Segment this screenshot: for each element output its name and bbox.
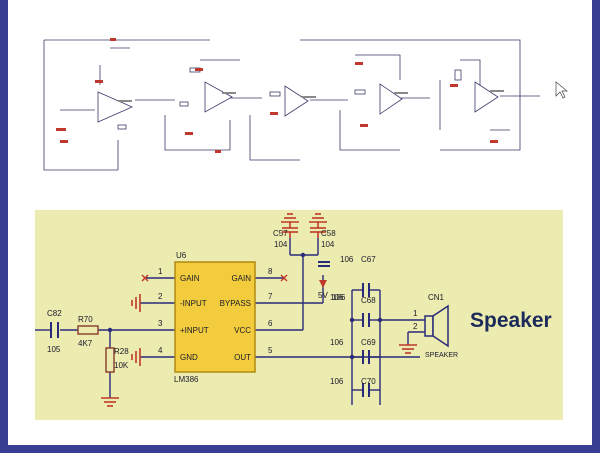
mouse-cursor-icon	[555, 81, 568, 99]
schematic-panel	[35, 210, 563, 420]
pin-number-6: 6	[268, 319, 273, 328]
c82-ref: C82	[47, 309, 62, 318]
pin-number-3: 3	[158, 319, 163, 328]
c70-value: 106	[330, 377, 344, 386]
c69-ref: C69	[361, 338, 376, 347]
c69-value: 106	[330, 338, 344, 347]
pin-number-5: 5	[268, 346, 273, 355]
supply-label: 5V	[318, 291, 328, 300]
pin-name-minus-input: -INPUT	[180, 299, 207, 308]
pin-name-plus-input: +INPUT	[180, 326, 209, 335]
speaker-icon	[424, 304, 449, 348]
cn1-label: SPEAKER	[425, 352, 458, 359]
pin-name-gain-left: GAIN	[180, 274, 200, 283]
c67-value: 106	[340, 255, 354, 264]
pin-name-bypass: BYPASS	[220, 299, 251, 308]
no-connect-marks	[141, 274, 288, 282]
c58-ref: C58	[321, 229, 336, 238]
cn1-ref: CN1	[428, 293, 445, 302]
pin-name-out: OUT	[234, 353, 251, 362]
pin-name-gain-right: GAIN	[231, 274, 251, 283]
r28-value: 10K	[114, 361, 129, 370]
supply-decoupling-caps	[282, 222, 326, 238]
pin-number-2: 2	[158, 292, 163, 301]
pin-number-8: 8	[268, 267, 273, 276]
pin-name-vcc: VCC	[234, 326, 251, 335]
resistor-r70	[77, 325, 99, 335]
r70-ref: R70	[78, 315, 93, 324]
top-schematic: Multi-stage op-amp filter chain (text un…	[43, 39, 540, 171]
pin-name-gnd: GND	[180, 353, 198, 362]
c58-value: 104	[321, 240, 335, 249]
pin-number-7: 7	[268, 292, 273, 301]
lm386-chip	[174, 261, 256, 373]
c68-value: 106	[330, 293, 344, 302]
r70-value: 4K7	[78, 339, 93, 348]
c57-ref: C57	[273, 229, 288, 238]
capacitor-plates	[50, 261, 370, 397]
resistor-r28	[105, 347, 115, 373]
c68-ref: C68	[361, 296, 376, 305]
supply-arrow-icon	[319, 280, 327, 288]
bypass-cap-value: 106	[332, 293, 346, 302]
cn1-pin-2: 2	[413, 322, 418, 331]
r28-ref: R28	[114, 347, 129, 356]
c57-value: 104	[274, 240, 288, 249]
top-schematic-labels	[118, 90, 504, 102]
cn1-pin-1: 1	[413, 309, 418, 318]
junction-dots	[107, 252, 383, 360]
pin-number-1: 1	[158, 267, 163, 276]
wires	[35, 238, 425, 405]
top-schematic-grounds	[56, 38, 498, 153]
speaker-title: Speaker	[470, 309, 552, 332]
c82-value: 105	[47, 345, 61, 354]
c67-ref: C67	[361, 255, 376, 264]
chip-part: LM386	[174, 375, 199, 384]
chip-ref: U6	[176, 251, 187, 260]
c70-ref: C70	[361, 377, 376, 386]
pin-number-4: 4	[158, 346, 163, 355]
